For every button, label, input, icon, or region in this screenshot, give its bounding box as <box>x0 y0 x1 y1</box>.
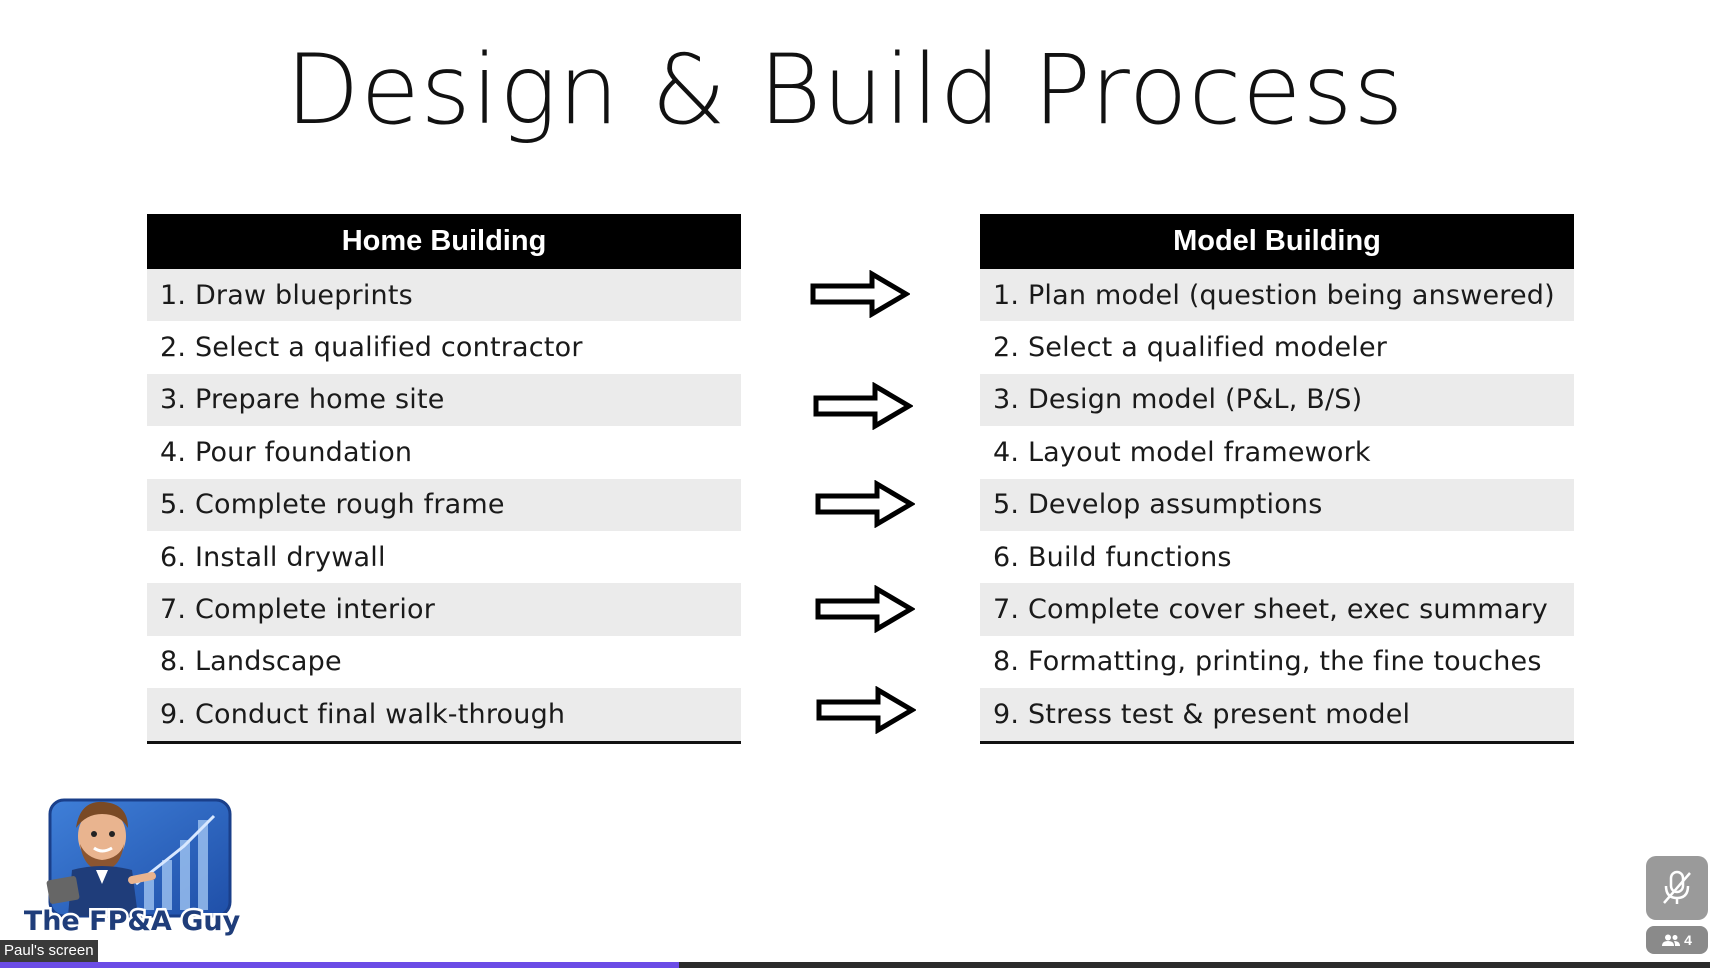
participant-count: 4 <box>1684 932 1692 948</box>
people-icon <box>1662 934 1681 946</box>
slide-title: Design & Build Process <box>285 34 1405 146</box>
model-step-3: 3. Design model (P&L, B/S) <box>980 373 1574 427</box>
progress-fill <box>0 962 679 968</box>
model-step-7: 7. Complete cover sheet, exec summary <box>980 583 1574 636</box>
home-step-2: 2. Select a qualified contractor <box>160 332 583 364</box>
mute-button[interactable] <box>1646 856 1708 920</box>
fpa-guy-logo: The FP&A Guy <box>24 798 240 936</box>
home-step-8: 8. Landscape <box>160 646 342 678</box>
model-step-9: 9. Stress test & present model <box>980 688 1574 741</box>
home-building-table: Home Building 1. Draw blueprints 2. Sele… <box>147 214 741 744</box>
home-step-4: 4. Pour foundation <box>160 436 413 468</box>
home-step-6: 6. Install drywall <box>160 541 386 573</box>
model-step-4: 4. Layout model framework <box>993 436 1371 468</box>
home-step-5: 5. Complete rough frame <box>147 478 741 531</box>
mic-off-icon <box>1663 870 1691 904</box>
model-building-header: Model Building <box>980 214 1574 269</box>
model-step-6: 6. Build functions <box>993 541 1232 573</box>
home-step-3: 3. Prepare home site <box>147 373 741 427</box>
participants-button[interactable]: 4 <box>1646 926 1708 954</box>
right-arrow-icon <box>815 585 915 633</box>
right-arrow-icon <box>815 480 915 528</box>
home-building-header: Home Building <box>147 214 741 269</box>
logo-text: The FP&A Guy <box>24 906 240 936</box>
right-arrow-icon <box>810 270 910 318</box>
right-arrow-icon <box>816 686 916 734</box>
model-step-5: 5. Develop assumptions <box>980 478 1574 531</box>
model-building-table: Model Building 1. Plan model (question b… <box>980 214 1574 744</box>
playback-progress-bar[interactable] <box>0 962 1710 968</box>
home-step-9: 9. Conduct final walk-through <box>147 688 741 741</box>
model-step-1: 1. Plan model (question being answered) <box>980 269 1574 322</box>
model-step-8: 8. Formatting, printing, the fine touche… <box>993 646 1542 678</box>
home-step-1: 1. Draw blueprints <box>147 269 741 322</box>
home-step-7: 7. Complete interior <box>147 583 741 636</box>
screen-share-label: Paul's screen <box>0 940 98 962</box>
right-arrow-icon <box>813 382 913 430</box>
model-step-2: 2. Select a qualified modeler <box>993 332 1388 364</box>
